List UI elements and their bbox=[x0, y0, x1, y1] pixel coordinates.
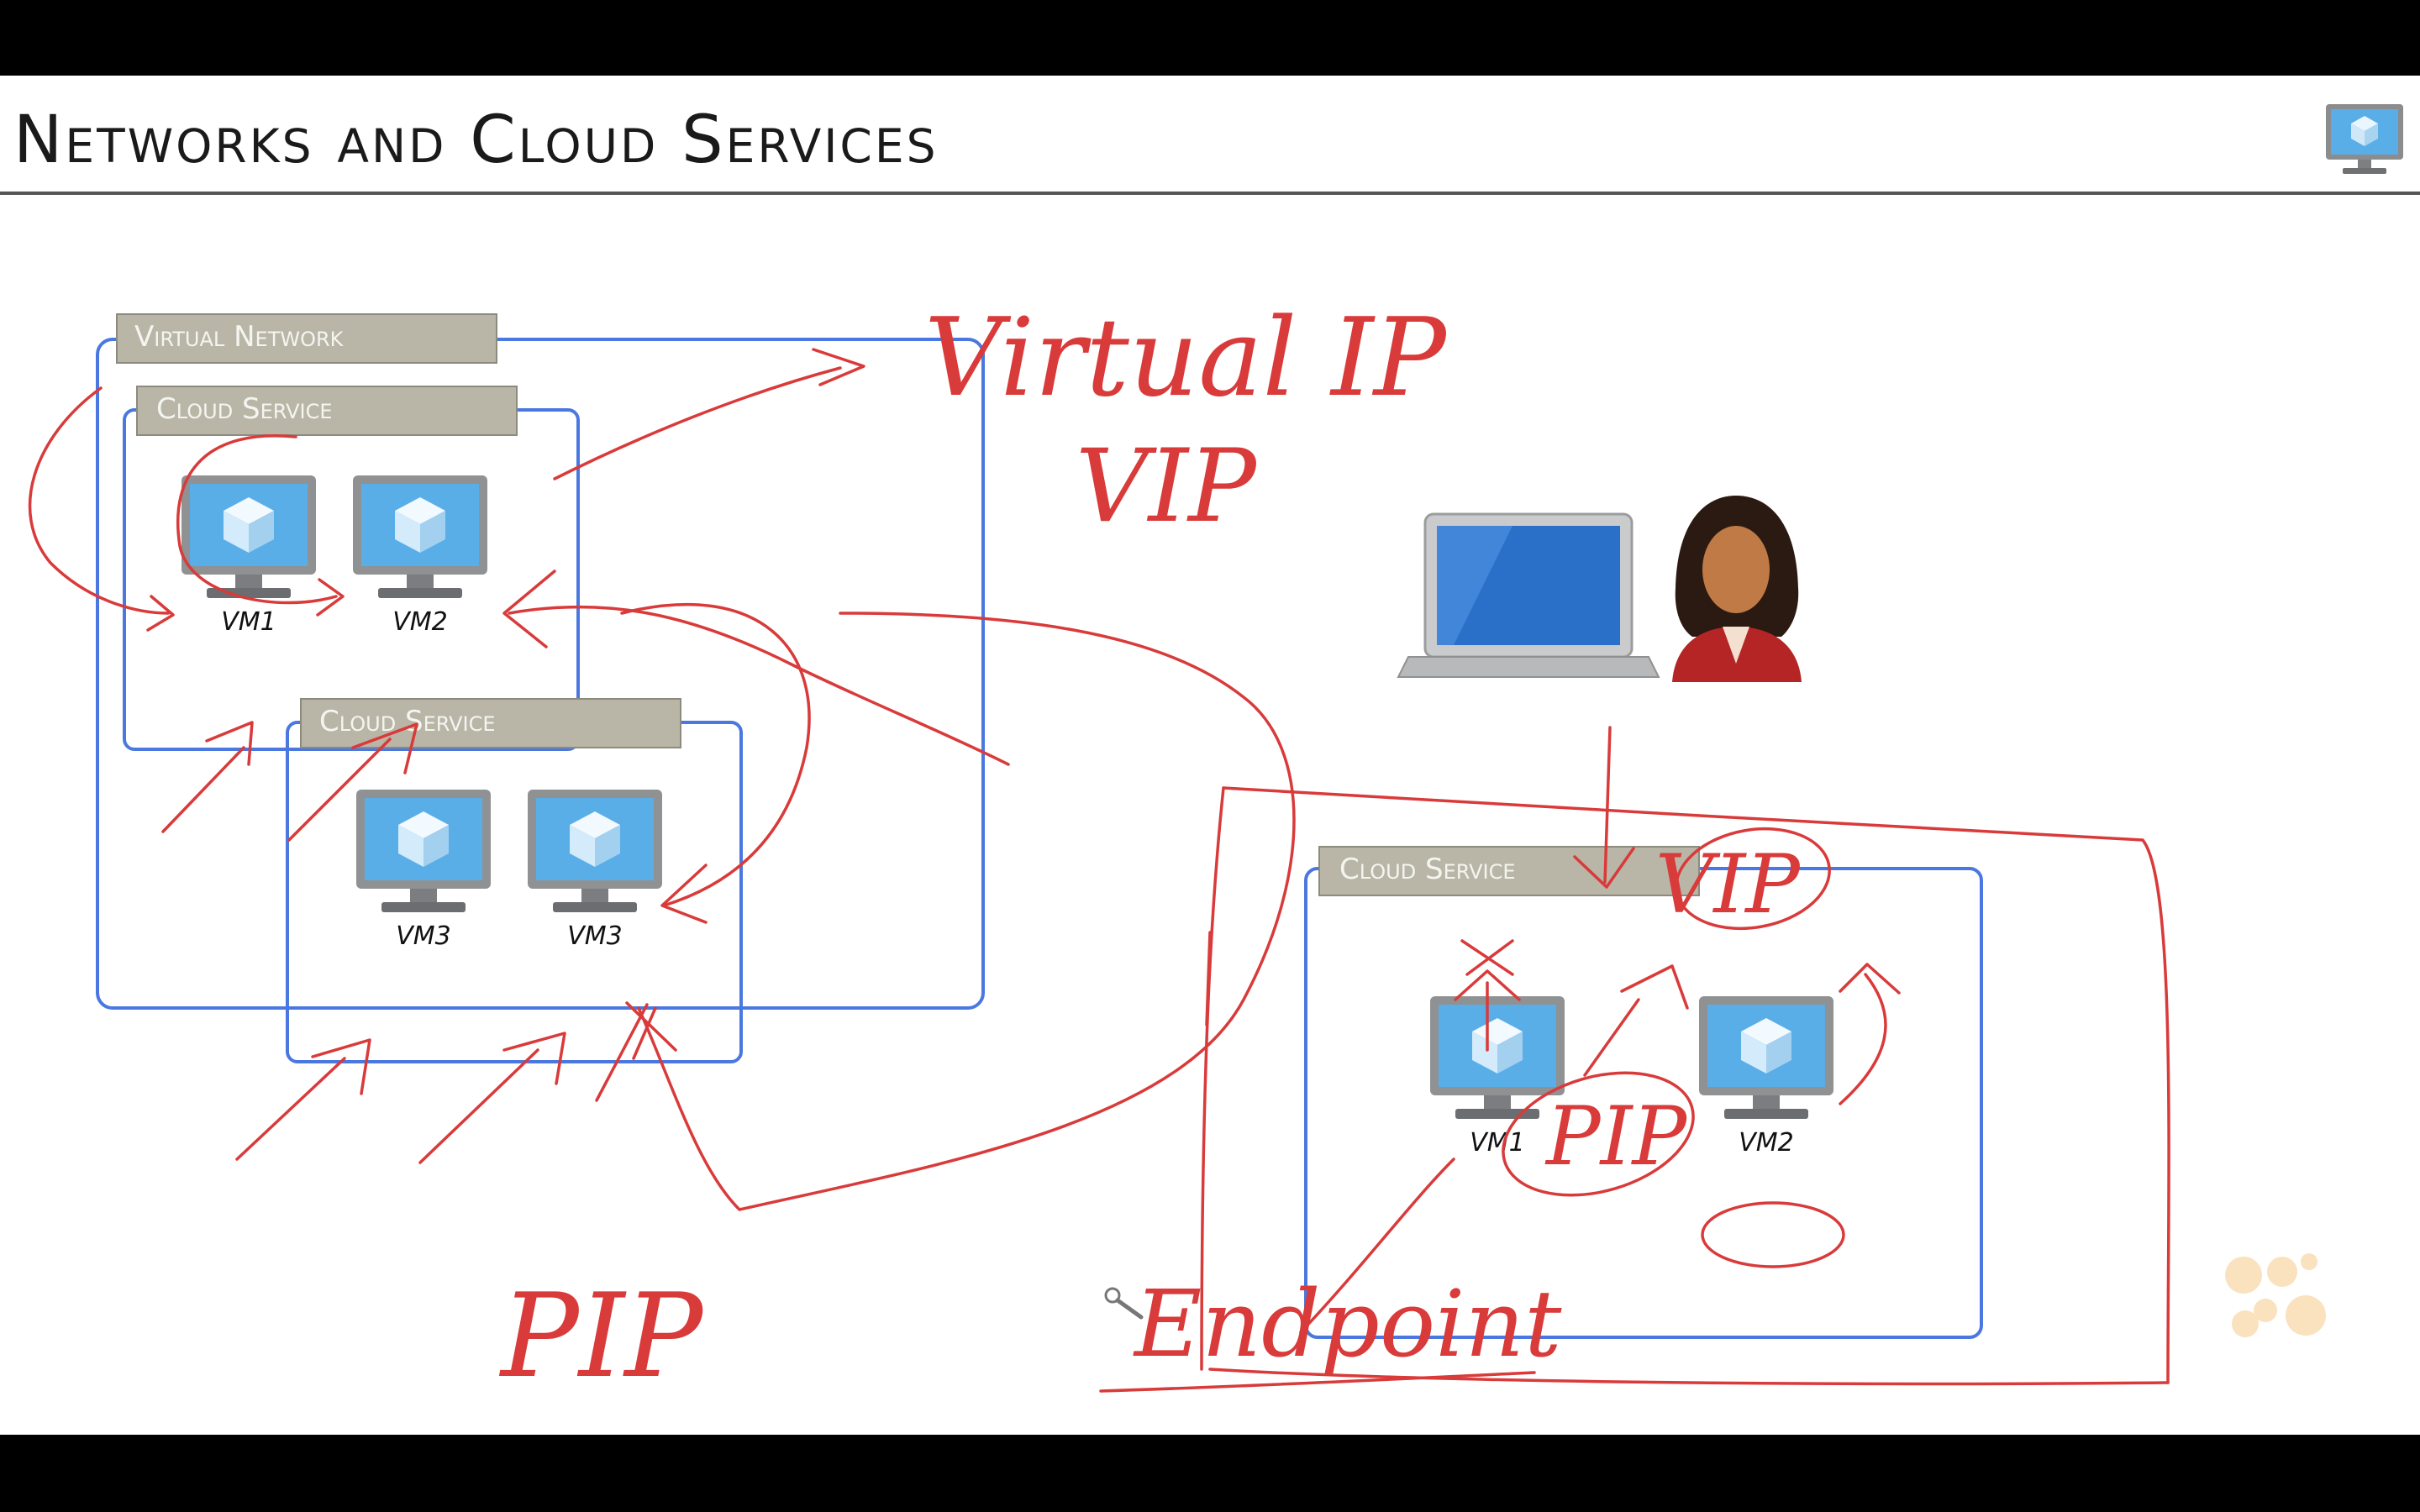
annotation-vip-left: VIP bbox=[1076, 428, 1258, 545]
pen-cursor-icon bbox=[1104, 1287, 1144, 1320]
ink-annotations bbox=[28, 348, 2170, 1393]
vm-monitor-icon bbox=[353, 475, 487, 598]
vm-monitor-icon bbox=[2326, 104, 2403, 174]
vm-monitor-icon bbox=[1430, 996, 1565, 1119]
cloud-service-3-label: Cloud Service bbox=[1339, 853, 1516, 886]
vm-monitor-icon bbox=[1699, 996, 1833, 1119]
dots-logo-icon bbox=[2225, 1253, 2326, 1337]
user-icon bbox=[1672, 496, 1802, 682]
cloud-service-2-box: Cloud Service bbox=[286, 698, 743, 1063]
vm-label: VM1 bbox=[1470, 1128, 1525, 1158]
cloud-service-3-box: Cloud Service bbox=[1304, 846, 1983, 1339]
annotation-pip-left: PIP bbox=[498, 1268, 704, 1404]
vm-label: VM3 bbox=[396, 921, 451, 951]
annotation-pip-right: PIP bbox=[1544, 1089, 1688, 1184]
vm-monitor-icon bbox=[528, 790, 662, 912]
vm-label: VM2 bbox=[392, 607, 448, 637]
vm-cs2-1: VM3 bbox=[356, 790, 491, 951]
cloud-service-2-label: Cloud Service bbox=[319, 705, 496, 738]
vm-cs1-1: VM1 bbox=[182, 475, 316, 637]
page-title: Networks and Cloud Services bbox=[13, 102, 939, 178]
annotation-endpoint: Endpoint bbox=[1133, 1270, 1562, 1378]
cloud-service-1-box: Cloud Service bbox=[123, 386, 580, 751]
vm-cs3-2: VM2 bbox=[1699, 996, 1833, 1158]
vm-cs2-2: VM3 bbox=[528, 790, 662, 951]
title-divider bbox=[0, 192, 2420, 195]
virtual-network-label: Virtual Network bbox=[134, 320, 345, 354]
laptop-icon bbox=[1397, 512, 1660, 678]
slide: Networks and Cloud Services Virtu bbox=[0, 76, 2420, 1435]
vm-label: VM1 bbox=[221, 607, 276, 637]
vm-label: VM3 bbox=[567, 921, 623, 951]
annotation-virtual-ip: Virtual IP bbox=[924, 296, 1448, 421]
vm-monitor-icon bbox=[356, 790, 491, 912]
vm-cs3-1: VM1 bbox=[1430, 996, 1565, 1158]
cloud-service-1-label: Cloud Service bbox=[156, 392, 333, 426]
virtual-network-box: Virtual Network bbox=[96, 313, 985, 1010]
vm-cs1-2: VM2 bbox=[353, 475, 487, 637]
vm-label: VM2 bbox=[1739, 1128, 1794, 1158]
annotation-vip-right: VIP bbox=[1655, 837, 1801, 932]
